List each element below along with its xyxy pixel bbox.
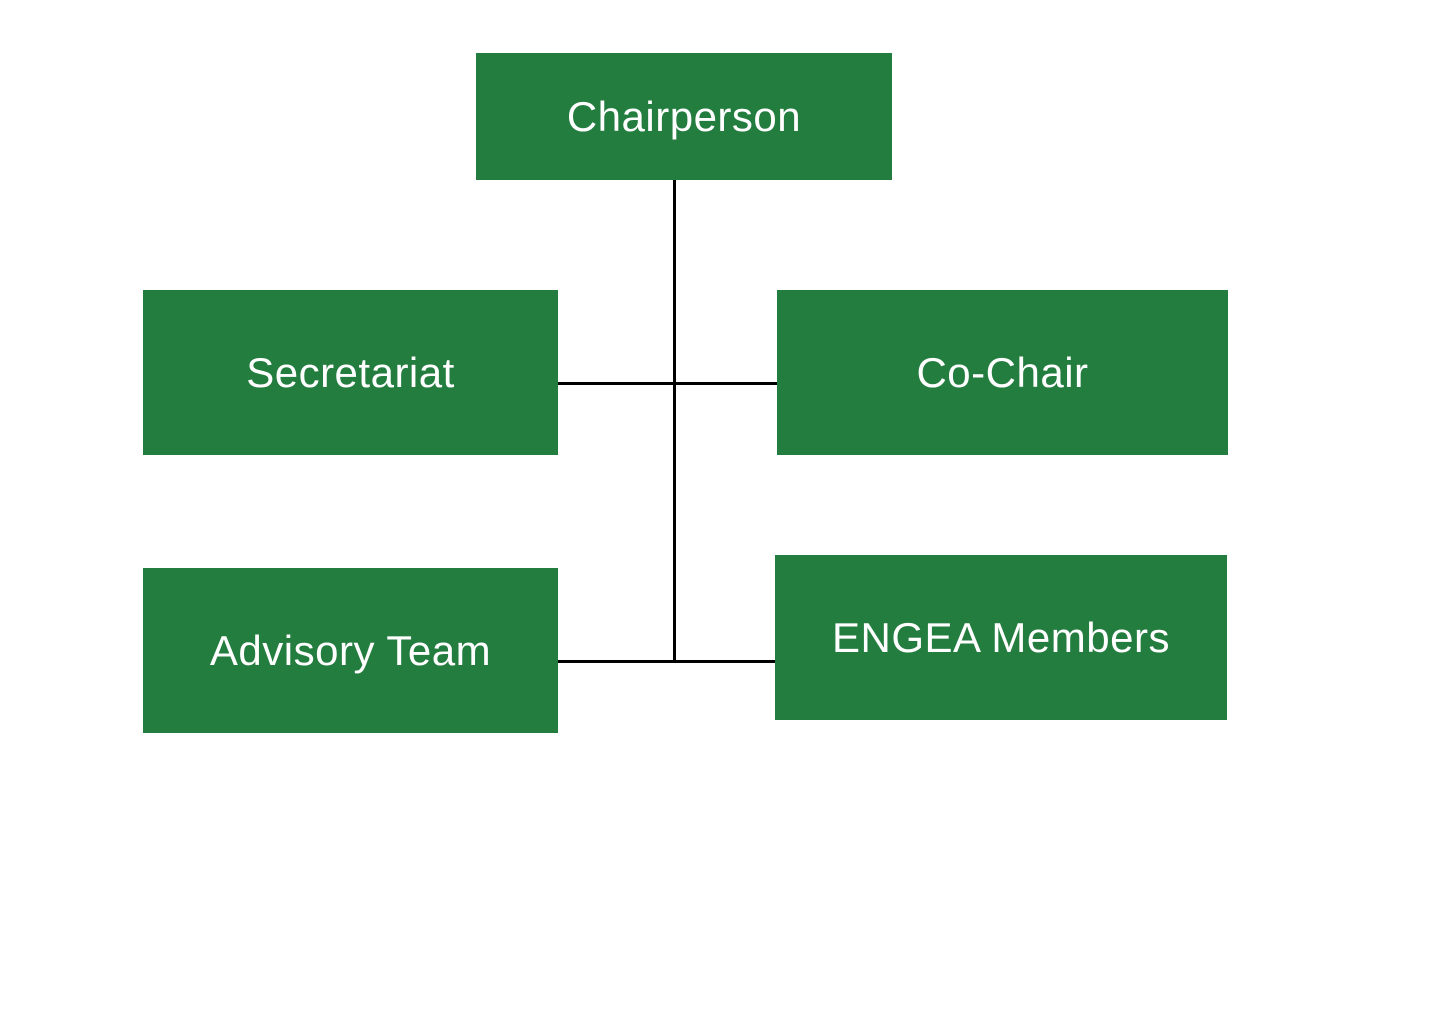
connector-line-vertical bbox=[673, 180, 676, 663]
connector-line-advisory-engea bbox=[558, 660, 781, 663]
node-advisory-team: Advisory Team bbox=[143, 568, 558, 733]
node-engea-members: ENGEA Members bbox=[775, 555, 1227, 720]
node-co-chair: Co-Chair bbox=[777, 290, 1228, 455]
node-advisory-team-label: Advisory Team bbox=[209, 626, 492, 674]
node-co-chair-label: Co-Chair bbox=[916, 348, 1089, 396]
node-secretariat-label: Secretariat bbox=[246, 348, 455, 396]
node-engea-members-label: ENGEA Members bbox=[832, 613, 1170, 661]
node-chairperson: Chairperson bbox=[476, 53, 892, 180]
connector-line-secretariat-cochair bbox=[558, 382, 783, 385]
node-secretariat: Secretariat bbox=[143, 290, 558, 455]
node-chairperson-label: Chairperson bbox=[566, 92, 802, 140]
